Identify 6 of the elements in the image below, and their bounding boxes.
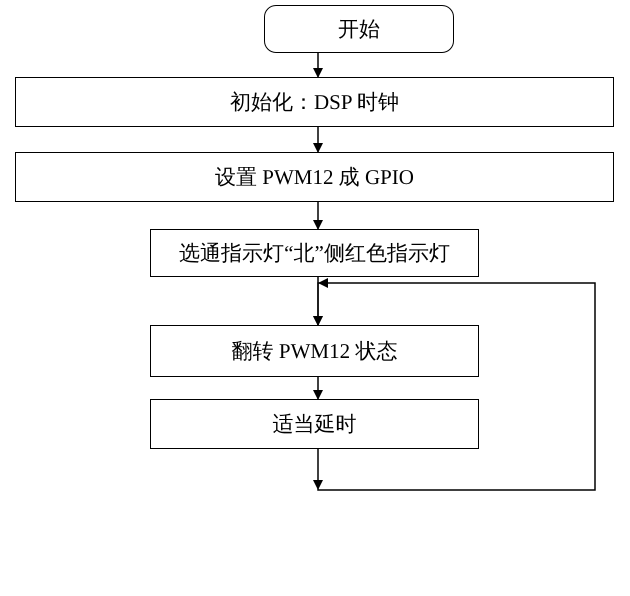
- start-terminal: 开始: [264, 5, 454, 53]
- process-box: 设置 PWM12 成 GPIO: [15, 152, 614, 202]
- process-box: 选通指示灯“北”侧红色指示灯: [150, 229, 479, 277]
- process-box: 初始化：DSP 时钟: [15, 77, 614, 127]
- process-box: 适当延时: [150, 399, 479, 449]
- process-box: 翻转 PWM12 状态: [150, 325, 479, 377]
